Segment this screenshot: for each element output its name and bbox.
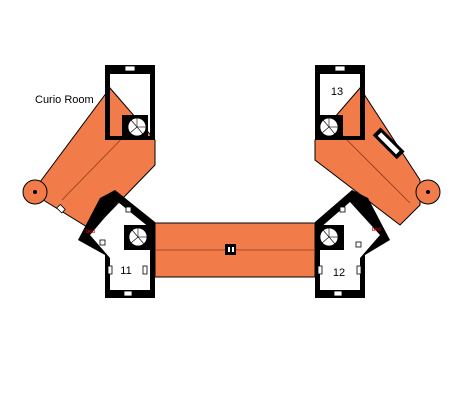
spiral-stair [124, 225, 154, 250]
spiral-stair [122, 115, 148, 140]
tower-top-right [315, 65, 365, 140]
left-wing-window [56, 203, 66, 214]
bridge-chimney [225, 244, 236, 255]
bed-marker-left: bed [86, 229, 95, 235]
right-wing-ridge [334, 127, 411, 204]
spiral-stair [316, 225, 344, 250]
right-turret-center [426, 190, 430, 194]
tower-top-left [105, 65, 155, 140]
right-turret [415, 179, 441, 205]
spiral-stair [317, 115, 343, 140]
curio-room-label: Curio Room [35, 94, 94, 106]
room-number-13: 13 [331, 86, 343, 98]
tower-bottom-right [315, 190, 390, 298]
right-wing-dormer [372, 127, 405, 160]
central-bridge-roof [154, 222, 316, 278]
left-turret-center [33, 190, 37, 194]
room-number-12: 12 [333, 267, 345, 279]
left-turret [22, 179, 48, 205]
room-number-11: 11 [120, 265, 131, 277]
bed-marker-right: bed [372, 227, 381, 233]
tower-bottom-left [78, 190, 155, 298]
